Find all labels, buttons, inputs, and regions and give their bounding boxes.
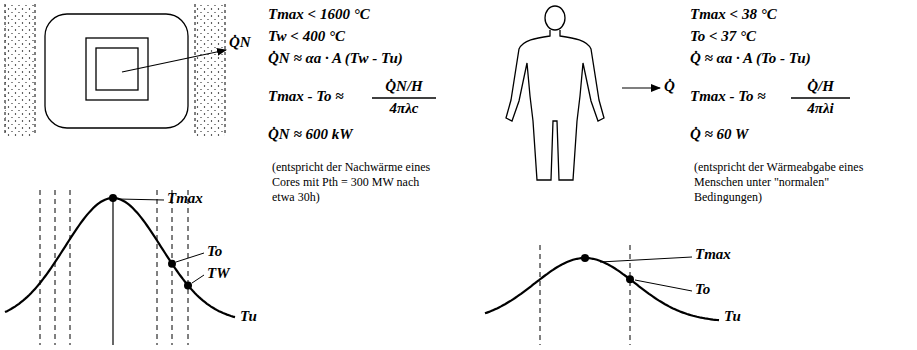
fraction-denominator: 4πλi — [787, 100, 854, 117]
formula: Q̇ ≈ 60 W — [690, 126, 748, 143]
note: (entspricht der Wärmeabgabe eines Mensch… — [694, 160, 894, 205]
formula: Q̇ ≈ αa · A (To - Tu) — [690, 50, 811, 67]
curve-label: Tmax — [167, 190, 203, 207]
curve-label: To — [207, 243, 222, 260]
fraction-bar — [791, 97, 850, 98]
zone-line — [540, 245, 630, 345]
flow-label: Q̇ — [664, 78, 675, 95]
curve-label: To — [695, 281, 710, 298]
formula: Tw < 400 °C — [268, 28, 345, 45]
note: (entspricht der Nachwärme eines Cores mi… — [272, 160, 440, 205]
formula: Q̇N ≈ 600 kW — [268, 126, 353, 143]
fraction-bar — [372, 97, 436, 98]
wall — [5, 4, 225, 136]
formula: Tmax - To ≈ — [690, 88, 766, 105]
formula: To < 37 °C — [690, 28, 756, 45]
zone-line — [40, 190, 188, 345]
heat-arrow — [622, 87, 660, 88]
profile-dot — [626, 275, 634, 283]
formula: Tmax < 38 °C — [690, 6, 777, 23]
leader-line — [118, 199, 204, 283]
formula: Q̇N ≈ αa · A (Tw - Tu) — [268, 50, 403, 67]
leader-line — [600, 257, 692, 291]
formula: Tmax - To ≈ — [268, 88, 344, 105]
temperature-curve — [5, 198, 235, 317]
fraction-numerator: Q̇N/H — [368, 78, 440, 95]
profile-dot — [184, 281, 192, 289]
human-figure — [506, 6, 604, 180]
curve-label: TW — [207, 265, 230, 282]
profile-dot — [109, 194, 117, 202]
vessel — [45, 14, 188, 128]
temperature-curve — [485, 258, 719, 320]
flow-label: Q̇N — [229, 34, 251, 51]
profile-dot — [581, 254, 634, 283]
profile-dot — [168, 260, 176, 268]
curve-label: Tu — [724, 308, 741, 325]
core-inner — [96, 48, 138, 90]
profile-dot — [581, 254, 589, 262]
fraction-numerator: Q̇/H — [787, 78, 854, 95]
heat-arrow — [122, 50, 226, 72]
curve-label: Tu — [240, 308, 257, 325]
fraction-denominator: 4πλc — [368, 100, 440, 117]
center-line — [112, 198, 113, 345]
curve-label: Tmax — [695, 246, 731, 263]
profile-dot — [109, 194, 192, 289]
formula: Tmax < 1600 °C — [268, 6, 370, 23]
